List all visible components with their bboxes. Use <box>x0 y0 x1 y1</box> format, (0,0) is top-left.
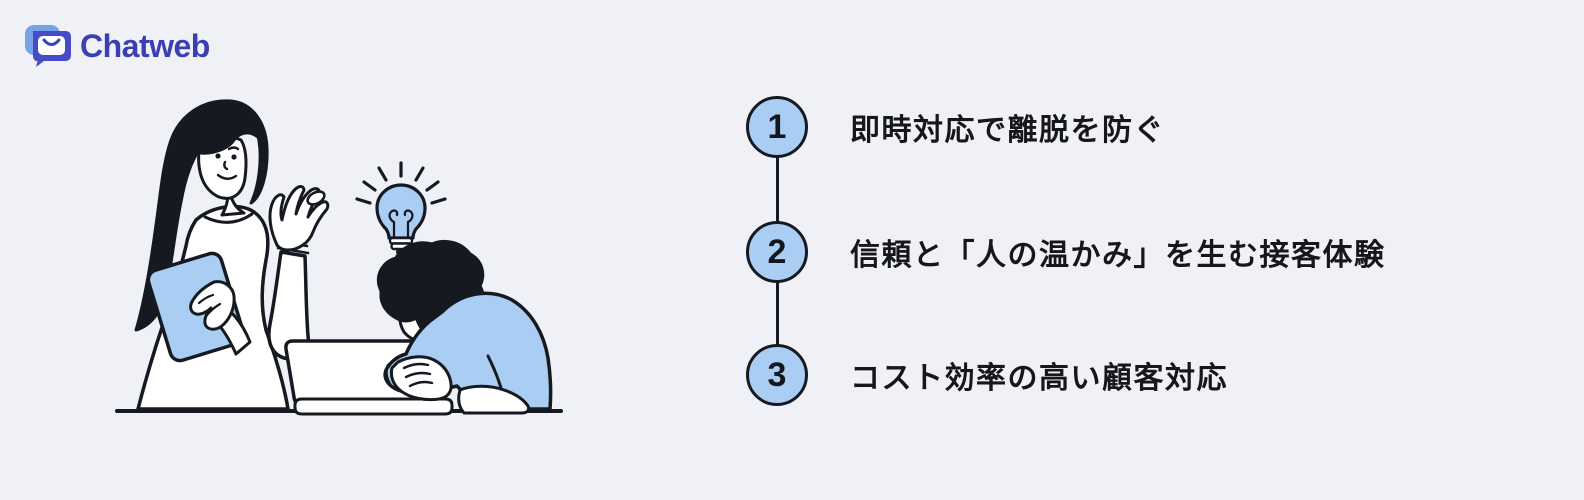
step-number-badge: 3 <box>746 344 808 406</box>
step-number-badge: 1 <box>746 96 808 158</box>
team-support-illustration <box>115 99 563 416</box>
benefit-item-1: 1 即時対応で離脱を防ぐ <box>746 96 1165 158</box>
benefit-label: コスト効率の高い顧客対応 <box>850 362 1228 395</box>
person-typing <box>376 239 553 415</box>
brand-logo: Chatweb <box>24 24 210 68</box>
benefit-item-2: 2 信頼と「人の温かみ」を生む接客体験 <box>746 221 1386 283</box>
chat-bubble-smile-icon <box>25 25 71 67</box>
lightbulb-rays <box>355 161 447 205</box>
benefit-item-3: 3 コスト効率の高い顧客対応 <box>746 344 1228 406</box>
woman-presenting <box>134 99 330 411</box>
benefit-label: 即時対応で離脱を防ぐ <box>850 114 1165 147</box>
brand-name: Chatweb <box>80 28 210 64</box>
benefit-label: 信頼と「人の温かみ」を生む接客体験 <box>850 239 1386 272</box>
step-number-badge: 2 <box>746 221 808 283</box>
step-connector <box>775 157 779 223</box>
step-connector <box>775 282 779 346</box>
